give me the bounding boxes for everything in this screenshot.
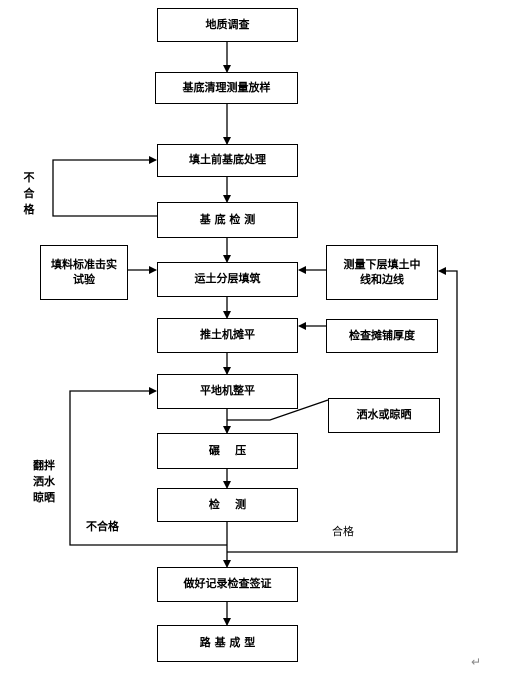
- step-subgrade-formed: 路 基 成 型: [157, 625, 298, 662]
- arrow-fail-loop-bottom: [69, 387, 227, 546]
- label-fail-bottom: 不合格: [86, 520, 119, 533]
- step-record-signoff: 做好记录检查签证: [157, 567, 298, 602]
- arrow-fail-loop-top: [52, 156, 157, 217]
- label-turn-over-water-dry: 翻拌洒水晾晒: [33, 459, 55, 504]
- step-inspection: 检 测: [157, 488, 298, 522]
- step-transport-layering: 运土分层填筑: [157, 262, 298, 297]
- step-base-check: 基 底 检 测: [157, 202, 298, 238]
- arrow-pass-loop: [227, 267, 458, 553]
- step-grader-level: 平地机整平: [157, 374, 298, 409]
- step-compaction: 碾 压: [157, 433, 298, 469]
- step-clearing-stakeout: 基底清理测量放样: [155, 72, 298, 104]
- label-fail-top: 不合格: [23, 171, 35, 216]
- input-measure-lower-layer: 测量下层填土中线和边线: [326, 245, 438, 300]
- step-geological-survey: 地质调查: [157, 8, 298, 42]
- step-base-treatment: 填土前基底处理: [157, 144, 298, 177]
- input-water-or-dry: 洒水或晾晒: [328, 398, 440, 433]
- step-bulldozer-level: 推土机摊平: [157, 318, 298, 353]
- input-fill-compaction-test: 填料标准击实试验: [40, 245, 128, 300]
- input-check-thickness: 检查摊铺厚度: [326, 319, 438, 353]
- arrow-water-to-grader: [227, 399, 329, 421]
- return-mark: ↵: [471, 655, 482, 669]
- label-pass: 合格: [332, 525, 354, 538]
